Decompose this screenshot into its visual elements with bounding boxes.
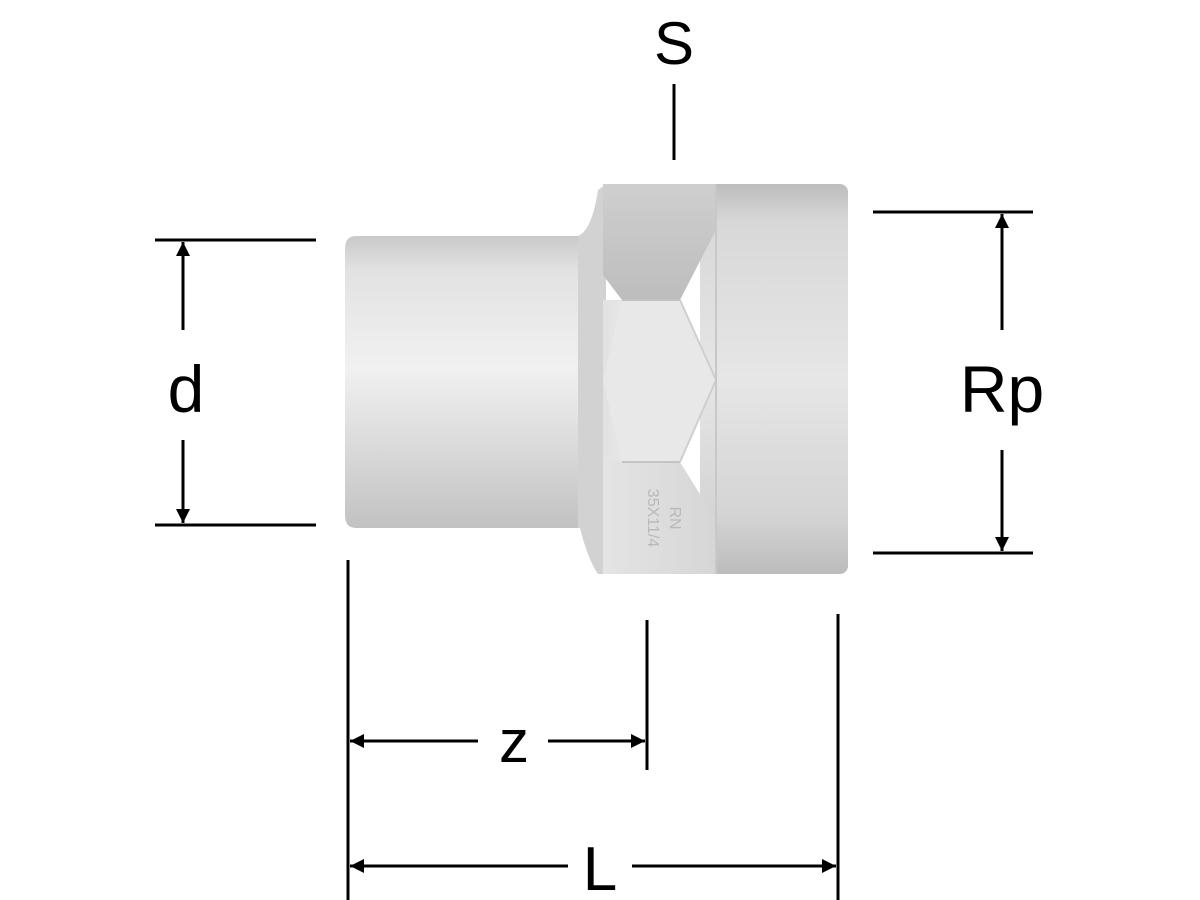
stamp-line-1: RN — [666, 506, 683, 529]
spigot-cylinder — [345, 236, 580, 528]
stamp-marking: RN 35X11/4 — [644, 489, 683, 548]
dimension-lines — [155, 84, 1033, 900]
shoulder-transition — [578, 184, 606, 574]
label-rp: Rp — [960, 352, 1044, 426]
label-z: z — [499, 708, 529, 775]
hex-nut — [603, 184, 717, 574]
label-l: L — [583, 835, 617, 900]
label-s: S — [654, 10, 694, 77]
label-d: d — [168, 352, 205, 426]
socket-body — [700, 184, 848, 574]
fitting-body: RN 35X11/4 — [345, 184, 848, 574]
stamp-line-2: 35X11/4 — [644, 489, 661, 548]
